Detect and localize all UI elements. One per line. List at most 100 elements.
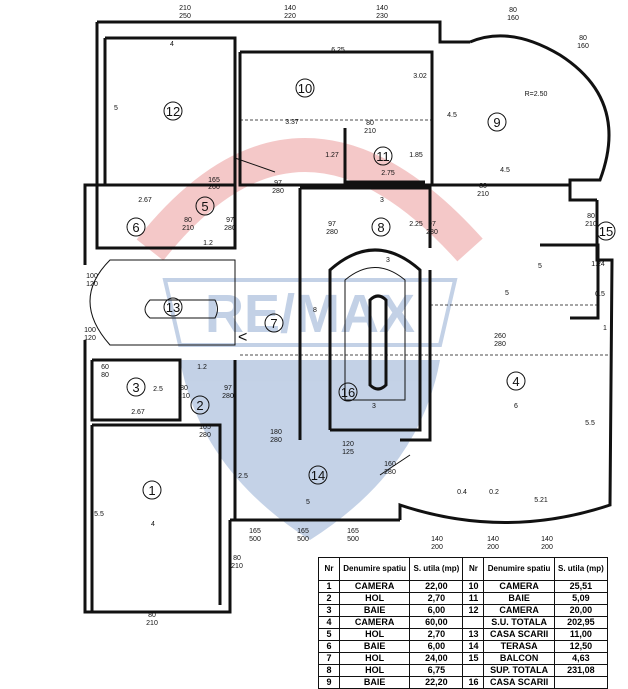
dimension: 1.85 — [409, 152, 423, 159]
dimension: 1.2 — [197, 364, 207, 371]
room-area: 22,20 — [409, 676, 464, 689]
dimension: 97 — [328, 221, 336, 228]
dimension: 5 — [114, 105, 118, 112]
room-name: BAIE — [338, 604, 411, 617]
dimension: 2.5 — [153, 386, 163, 393]
dimension: 210 — [585, 221, 597, 228]
dimension: 140 — [431, 536, 443, 543]
dimension: 500 — [347, 536, 359, 543]
header-nr: Nr — [462, 557, 485, 581]
dimension: 100 — [86, 273, 98, 280]
dimension: 3 — [372, 403, 376, 410]
dimension: 280 — [384, 469, 396, 476]
dimension: 80 — [366, 120, 374, 127]
room-number: 16 — [341, 385, 355, 400]
dimension: 280 — [270, 437, 282, 444]
dimension: R=2.50 — [525, 91, 548, 98]
dimension: 4.5 — [447, 112, 457, 119]
dimension: 280 — [222, 393, 234, 400]
dimension: 1 — [603, 325, 607, 332]
dimension: 0.5 — [595, 291, 605, 298]
room-name: CAMERA — [338, 616, 411, 629]
room-area: 25,51 — [553, 580, 609, 593]
dimension: 200 — [431, 544, 443, 551]
dimension: 80 — [587, 213, 595, 220]
row-nr: 2 — [318, 592, 340, 605]
dimension: 120 — [84, 335, 96, 342]
remax-watermark: RE/MAX — [136, 138, 483, 540]
header-area: S. utila (mp) — [409, 557, 464, 581]
room-number: 13 — [166, 300, 180, 315]
dimension: 2.25 — [409, 221, 423, 228]
room-name: HOL — [338, 592, 411, 605]
row-nr: 13 — [462, 628, 485, 641]
dimension: 140 — [487, 536, 499, 543]
dimension: 4.5 — [500, 167, 510, 174]
row-nr: 6 — [318, 640, 340, 653]
dimension: 210 — [364, 128, 376, 135]
dimension: 5.21 — [534, 497, 548, 504]
dimension: 80 — [509, 7, 517, 14]
dimension: 210 — [178, 393, 190, 400]
header-name: Denumire spatiu — [483, 557, 555, 581]
row-nr: 1 — [318, 580, 340, 593]
dimension: 210 — [231, 563, 243, 570]
dimension: 80 — [101, 372, 109, 379]
room-number: 5 — [201, 199, 208, 214]
room-name: HOL — [338, 664, 411, 677]
dimension: 3 — [386, 257, 390, 264]
dimension: 4 — [151, 521, 155, 528]
row-nr: 12 — [462, 604, 485, 617]
dimension: 125 — [342, 449, 354, 456]
room-number: 9 — [493, 115, 500, 130]
dimension: 3.37 — [285, 119, 299, 126]
dimension: 5 — [538, 263, 542, 270]
room-area: 202,95 — [553, 616, 609, 629]
dimension: 160 — [577, 43, 589, 50]
room-area: 6,00 — [409, 604, 464, 617]
row-nr — [462, 664, 485, 677]
room-number: 2 — [196, 398, 203, 413]
dimension: 8 — [313, 307, 317, 314]
room-name: HOL — [338, 628, 411, 641]
dimension: 5 — [505, 290, 509, 297]
dimension: 97 — [226, 217, 234, 224]
row-nr: 8 — [318, 664, 340, 677]
dimension: 80 — [180, 385, 188, 392]
room-name: SUP. TOTALA — [483, 664, 555, 677]
dimension: 120 — [342, 441, 354, 448]
room-number: 4 — [512, 374, 519, 389]
area-legend-table: Nr Denumire spatiu S. utila (mp) Nr Denu… — [318, 557, 609, 689]
legend-header-row: Nr Denumire spatiu S. utila (mp) Nr Denu… — [318, 557, 609, 581]
dimension: 2.67 — [131, 409, 145, 416]
dimension: 210 — [477, 191, 489, 198]
dimension: 97 — [274, 180, 282, 187]
room-name: S.U. TOTALA — [483, 616, 555, 629]
row-nr: 4 — [318, 616, 340, 629]
dimension: 165 — [347, 528, 359, 535]
dimension: 140 — [376, 5, 388, 12]
dimension: 2.67 — [138, 197, 152, 204]
dimension: 5 — [306, 499, 310, 506]
dimension: 280 — [494, 341, 506, 348]
dimension: 3.02 — [413, 73, 427, 80]
dimension: 165 — [208, 177, 220, 184]
room-number: 15 — [599, 224, 613, 239]
room-number: 10 — [298, 81, 312, 96]
row-nr: 11 — [462, 592, 485, 605]
room-area: 231,08 — [553, 664, 609, 677]
dimension: 210 — [146, 620, 158, 627]
dimension: 6.25 — [331, 47, 345, 54]
room-area: 6,00 — [409, 640, 464, 653]
dimension: 200 — [541, 544, 553, 551]
room-name: BAIE — [483, 592, 555, 605]
dimension: 120 — [86, 281, 98, 288]
room-number: 1 — [148, 483, 155, 498]
header-name: Denumire spatiu — [338, 557, 411, 581]
